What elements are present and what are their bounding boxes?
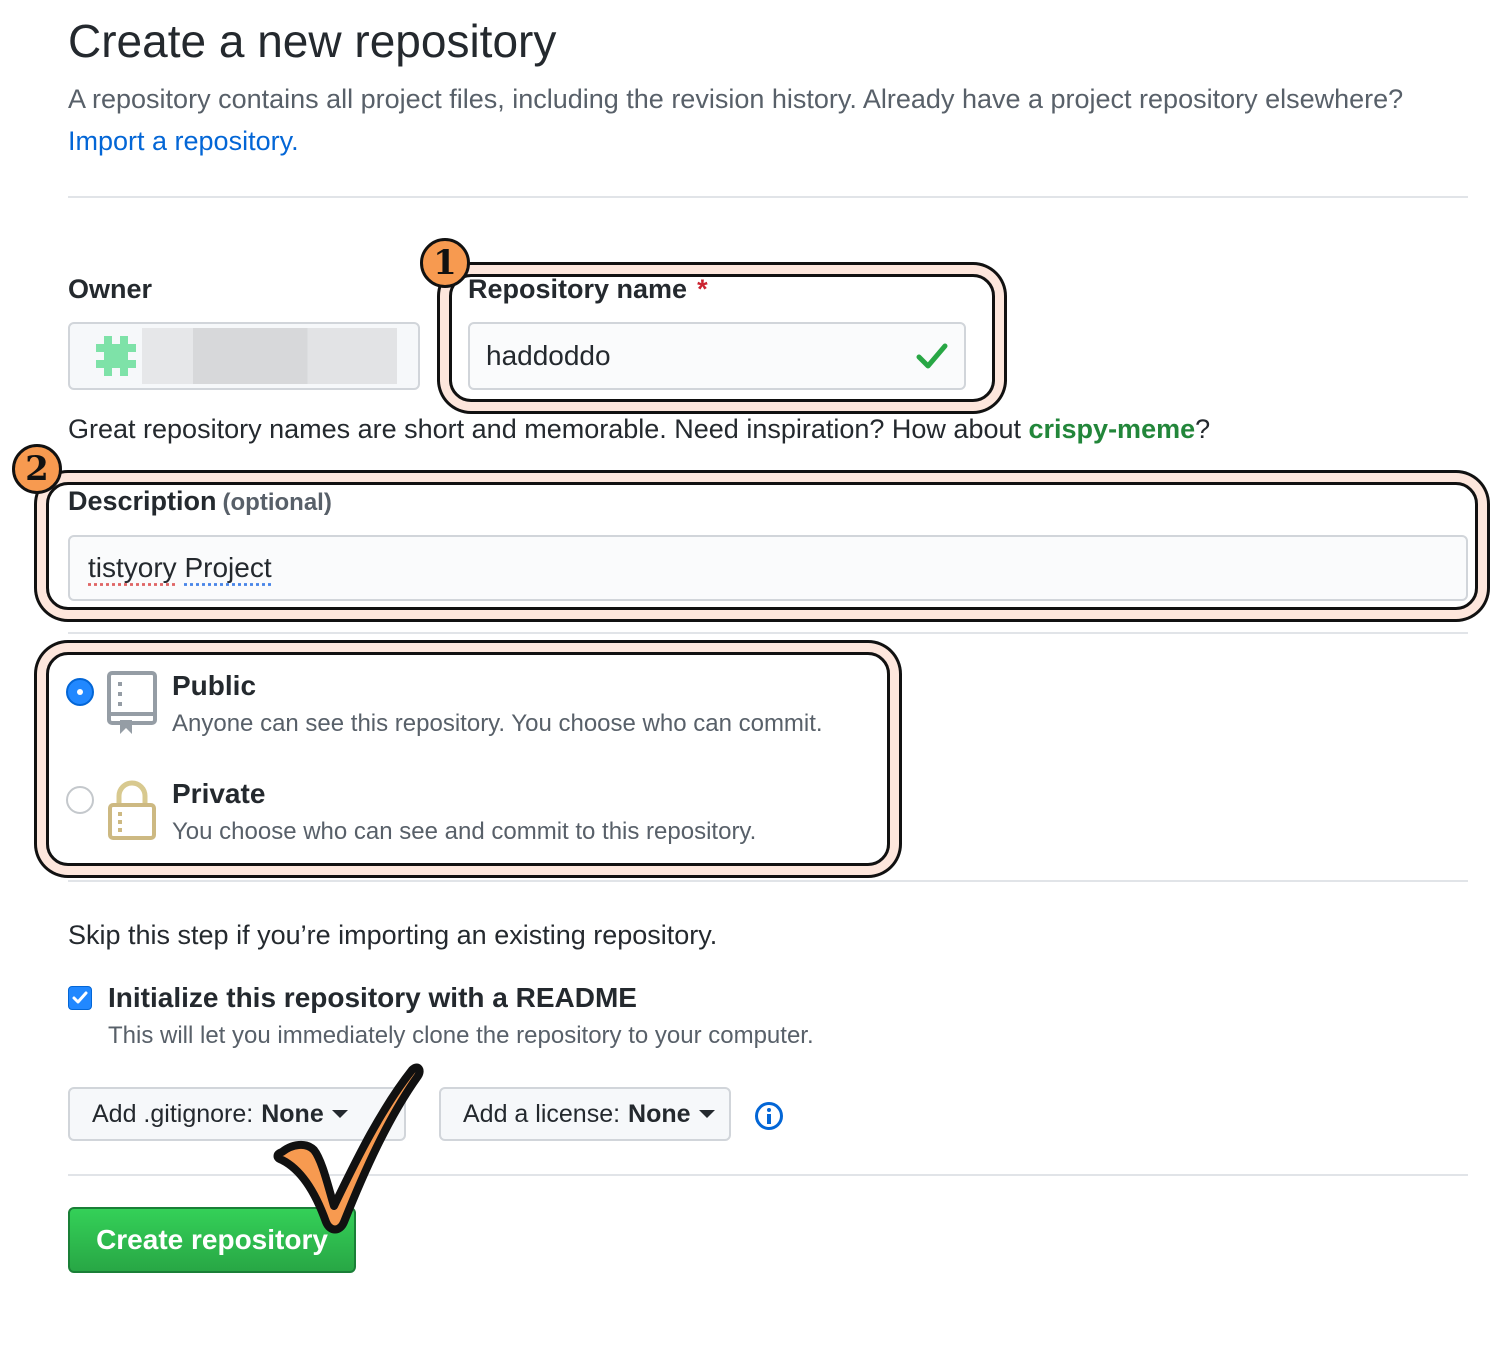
description-input[interactable]: tistyory Project <box>68 535 1468 601</box>
repository-name-label-text: Repository name <box>468 274 688 304</box>
description-value-word1: tistyory <box>88 552 177 583</box>
description-value-word2: Project <box>184 552 272 583</box>
annotation-checkmark-icon <box>273 1063 424 1234</box>
optional-hint: (optional) <box>222 489 332 516</box>
repo-book-icon <box>107 671 157 734</box>
create-repository-button[interactable]: Create repository <box>68 1207 356 1273</box>
hint-text: Great repository names are short and mem… <box>68 414 1021 444</box>
add-license-button[interactable]: Add a license:None <box>439 1087 731 1141</box>
annotation-callout-description <box>46 482 1478 610</box>
check-icon <box>916 343 948 369</box>
hint-end: ? <box>1195 414 1211 444</box>
license-value: None <box>628 1099 691 1128</box>
license-label: Add a license: <box>463 1099 621 1128</box>
repository-name-input[interactable]: haddoddo <box>468 322 966 390</box>
caret-down-icon <box>698 1110 715 1118</box>
repository-name-hint: Great repository names are short and mem… <box>68 414 1210 445</box>
required-asterisk: * <box>697 274 708 304</box>
public-title: Public <box>172 670 257 701</box>
subtitle-text: A repository contains all project files,… <box>68 84 1404 114</box>
private-radio[interactable] <box>66 786 94 814</box>
divider <box>68 880 1468 882</box>
repository-name-label: Repository name * <box>468 274 708 305</box>
gitignore-value: None <box>261 1099 324 1128</box>
readme-checkbox[interactable] <box>68 986 92 1010</box>
owner-select[interactable] <box>68 322 420 390</box>
page-subtitle: A repository contains all project files,… <box>68 78 1448 162</box>
private-description: You choose who can see and commit to thi… <box>172 818 757 845</box>
annotation-badge-1: 1 <box>420 238 470 288</box>
divider <box>68 632 1468 634</box>
owner-label: Owner <box>68 274 153 304</box>
page-title: Create a new repository <box>68 15 557 67</box>
description-label-text: Description <box>68 486 217 516</box>
private-title: Private <box>172 778 266 809</box>
lock-icon <box>108 780 156 840</box>
annotation-callout-repo-name <box>449 274 995 402</box>
owner-name-redacted <box>142 328 397 384</box>
annotation-callout-visibility <box>46 652 890 866</box>
identicon-avatar-icon <box>96 336 136 376</box>
caret-down-icon <box>331 1110 348 1118</box>
name-suggestion-link[interactable]: crispy-meme <box>1028 414 1196 444</box>
public-description: Anyone can see this repository. You choo… <box>172 710 823 737</box>
skip-step-note: Skip this step if you’re importing an ex… <box>68 920 718 950</box>
description-label: Description(optional) <box>68 486 332 517</box>
import-repository-link[interactable]: Import a repository. <box>68 126 299 156</box>
info-icon[interactable] <box>754 1101 784 1131</box>
public-radio[interactable] <box>66 678 94 706</box>
gitignore-label: Add .gitignore: <box>92 1099 254 1128</box>
checkbox-check-icon <box>72 991 88 1004</box>
annotation-badge-2: 2 <box>12 444 62 494</box>
divider <box>68 196 1468 198</box>
readme-label[interactable]: Initialize this repository with a README <box>108 982 637 1013</box>
repository-name-value: haddoddo <box>486 340 611 371</box>
divider <box>68 1174 1468 1176</box>
add-gitignore-button[interactable]: Add .gitignore:None <box>68 1087 406 1141</box>
readme-description: This will let you immediately clone the … <box>108 1022 814 1049</box>
